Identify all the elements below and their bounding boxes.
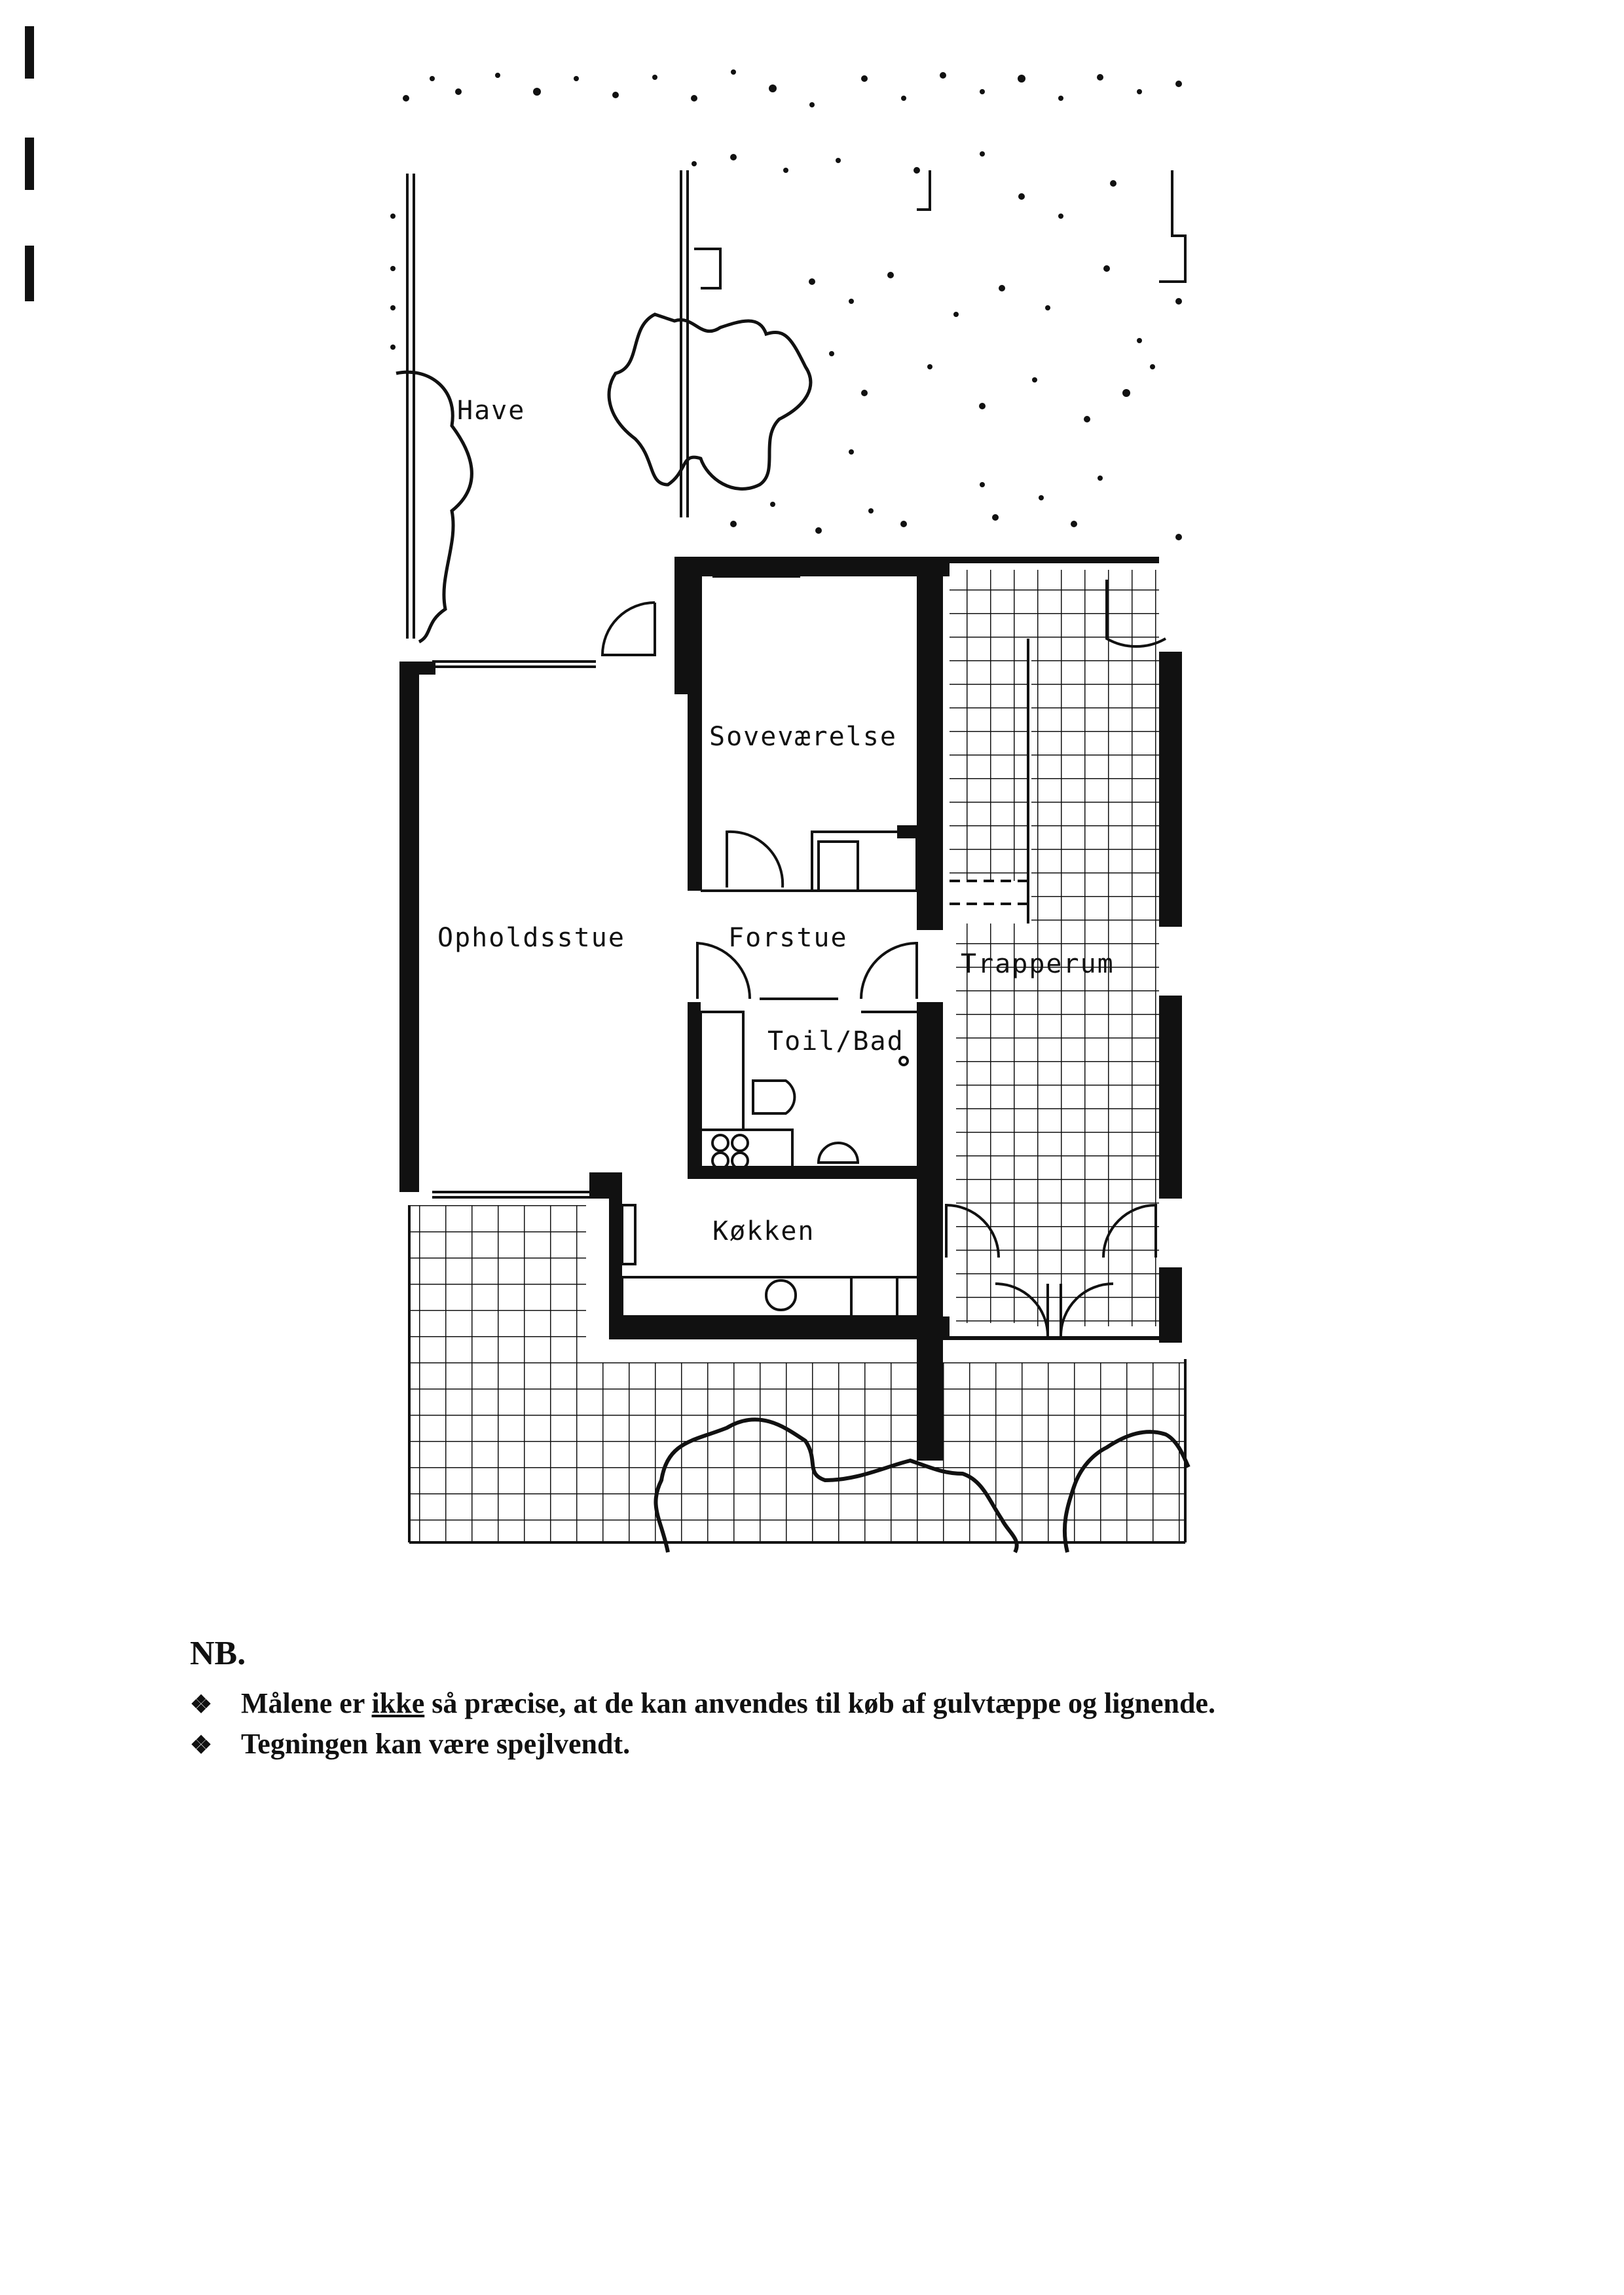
note-text-part: så præcise, at de kan anvendes til køb a… [424, 1687, 1215, 1719]
room-label-have: Have [457, 396, 525, 426]
note-text-part: Målene er [241, 1687, 372, 1719]
terrace-tiles-left [409, 1205, 586, 1375]
stair-tiles-right [1031, 639, 1159, 1326]
note-item: ❖ Tegningen kan være spejlvendt. [190, 1727, 1215, 1768]
room-label-toilbad: Toil/Bad [767, 1026, 904, 1056]
scan-mark [25, 246, 34, 301]
bullet-icon: ❖ [190, 1732, 213, 1759]
stair-steps [950, 639, 1028, 881]
bullet-icon: ❖ [190, 1691, 213, 1719]
room-label-kokken: Køkken [712, 1216, 815, 1246]
note-text: Tegningen kan være spejlvendt. [241, 1728, 631, 1760]
notes-list: ❖ Målene er ikke så præcise, at de kan a… [190, 1687, 1215, 1768]
room-label-forstue: Forstue [728, 923, 848, 953]
room-label-opholdsstue: Opholdsstue [437, 923, 625, 953]
building-walls [399, 557, 1182, 1461]
scan-mark [25, 26, 34, 79]
garden-trees [396, 312, 813, 644]
room-label-sovevaerelse: Soveværelse [709, 722, 897, 752]
terrace-bushes [654, 1417, 1190, 1554]
garden-vegetation [390, 69, 1182, 540]
note-text-underlined: ikke [371, 1687, 425, 1719]
scan-mark [25, 138, 34, 190]
terrace-tiles-bottom [409, 1362, 1185, 1542]
notes-heading: NB. [190, 1635, 246, 1672]
note-text: Målene er ikke så præcise, at de kan anv… [241, 1687, 1215, 1720]
room-label-trapperum: Trapperum [961, 949, 1115, 979]
hall-tiles [956, 924, 1031, 1323]
stair-tiles-upper [950, 570, 1159, 642]
note-item: ❖ Målene er ikke så præcise, at de kan a… [190, 1687, 1215, 1727]
floor-plan: Have Soveværelse Opholdsstue Forstue Tra… [390, 69, 1190, 1554]
terrace-edges [408, 1205, 1187, 1544]
